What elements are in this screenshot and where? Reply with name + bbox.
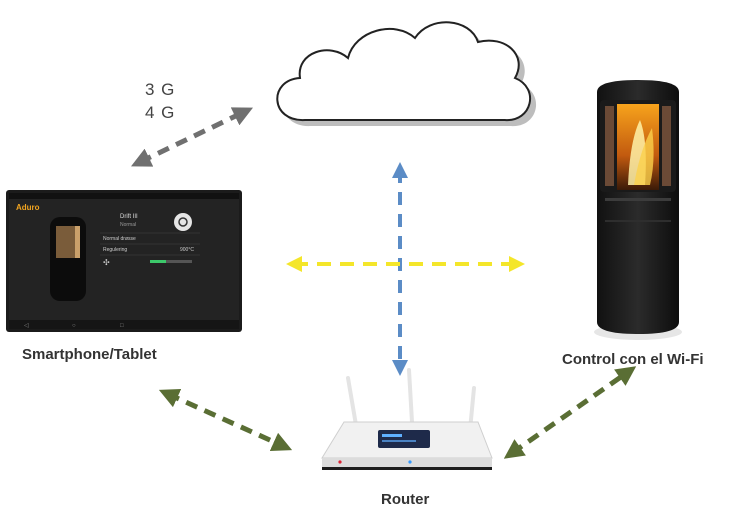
app-brand-logo: Aduro	[16, 203, 40, 212]
mobile-network-labels: 3 G 4 G	[145, 78, 175, 124]
device-label: Smartphone/Tablet	[22, 346, 157, 363]
app-mode: Normal	[120, 222, 136, 228]
nav-back-icon[interactable]: ◁	[24, 323, 29, 329]
network-label-4g: 4 G	[145, 103, 176, 122]
stove-label: Control con el Wi-Fi	[562, 351, 704, 368]
nav-home-icon[interactable]: ○	[72, 323, 76, 329]
fan-icon: ✣	[103, 258, 110, 267]
app-row2: Regulering	[103, 247, 127, 253]
app-stove-name: Drift III	[120, 214, 138, 220]
stove-image	[594, 80, 682, 340]
power-button-icon[interactable]	[174, 213, 192, 231]
router-stove-arrow	[503, 366, 637, 459]
router-image	[321, 368, 493, 470]
nav-recent-icon[interactable]: □	[120, 323, 124, 329]
app-row1: Normal drøsse	[103, 236, 136, 242]
cloud-icon	[276, 21, 537, 127]
tablet-router-arrow	[158, 389, 293, 451]
network-label-3g: 3 G	[145, 80, 176, 99]
router-label: Router	[381, 491, 430, 508]
app-row2-value: 900°C	[180, 247, 194, 253]
app-slider[interactable]	[150, 260, 192, 263]
tablet-device: Aduro Drift III Normal Normal drøsse Reg…	[6, 190, 242, 332]
